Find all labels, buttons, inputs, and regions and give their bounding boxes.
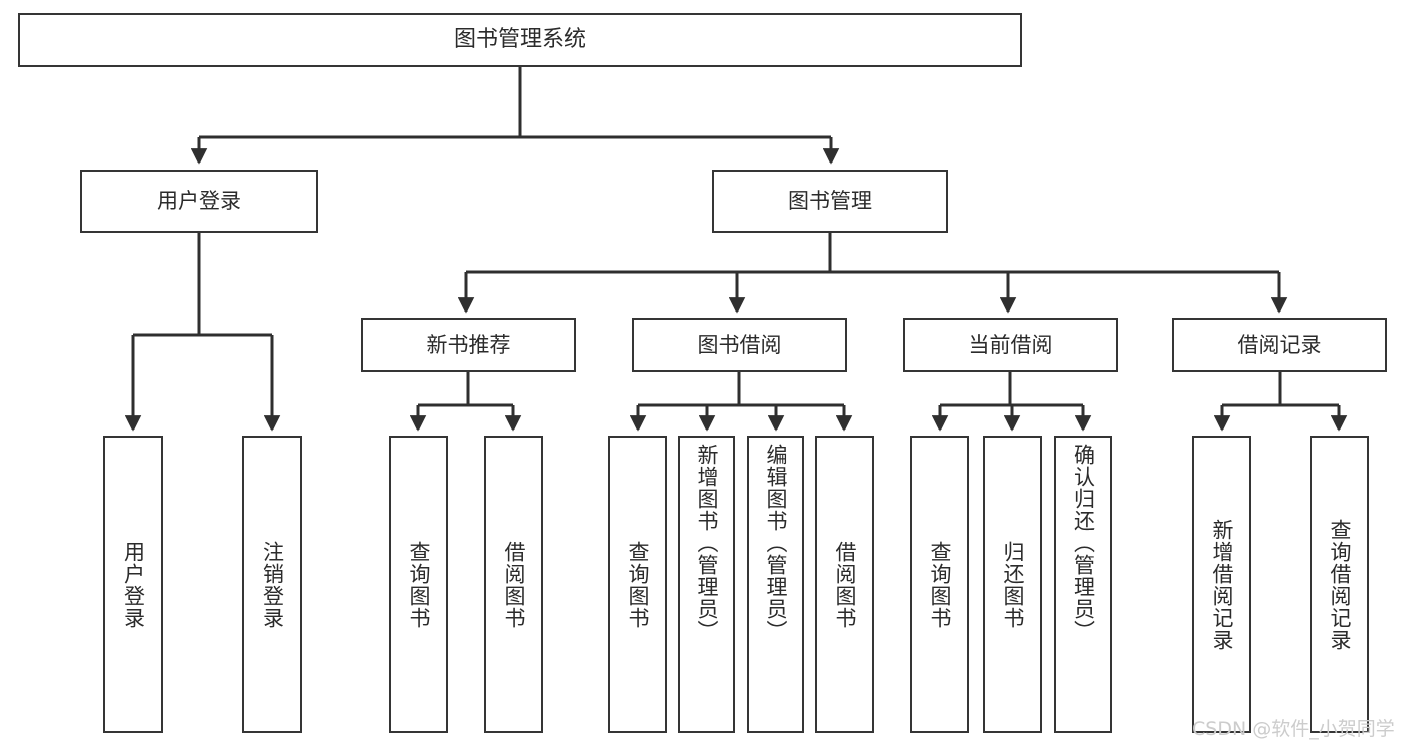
node-label: 查询图书 — [407, 540, 431, 629]
leaf-add-borrow-record[interactable]: 新增借阅记录 — [1192, 436, 1251, 733]
leaf-logout[interactable]: 注销登录 — [242, 436, 302, 733]
node-new-book-recommend[interactable]: 新书推荐 — [361, 318, 576, 372]
node-label: 图书管理系统 — [453, 27, 586, 53]
node-label: 图书借阅 — [697, 332, 782, 357]
leaf-query-book-borrow[interactable]: 查询图书 — [608, 436, 667, 733]
node-user-login[interactable]: 用户登录 — [80, 170, 318, 233]
node-borrow-record[interactable]: 借阅记录 — [1172, 318, 1387, 372]
node-label: 查询图书 — [928, 540, 952, 629]
node-label: 当前借阅 — [968, 332, 1053, 357]
leaf-query-borrow-record[interactable]: 查询借阅记录 — [1310, 436, 1369, 733]
node-label: 用户登录 — [121, 540, 146, 629]
node-label: 借阅记录 — [1237, 332, 1322, 357]
node-label: 借阅图书 — [502, 540, 526, 629]
node-label: 新书推荐 — [426, 332, 511, 357]
node-label: 新增图书（管理员） — [695, 444, 719, 642]
node-label: 借阅图书 — [833, 540, 857, 629]
node-label: 确认归还（管理员） — [1071, 444, 1096, 642]
node-root-system[interactable]: 图书管理系统 — [18, 13, 1022, 67]
node-label: 注销登录 — [260, 540, 285, 629]
leaf-edit-book-admin[interactable]: 编辑图书（管理员） — [747, 436, 804, 733]
node-label: 查询借阅记录 — [1328, 518, 1352, 651]
node-label: 新增借阅记录 — [1210, 518, 1234, 651]
node-book-borrow[interactable]: 图书借阅 — [632, 318, 847, 372]
leaf-confirm-return-admin[interactable]: 确认归还（管理员） — [1054, 436, 1112, 733]
node-label: 编辑图书（管理员） — [764, 444, 788, 642]
node-book-management[interactable]: 图书管理 — [712, 170, 948, 233]
node-label: 查询图书 — [626, 540, 650, 629]
node-current-borrow[interactable]: 当前借阅 — [903, 318, 1118, 372]
node-label: 归还图书 — [1001, 540, 1025, 629]
node-label: 图书管理 — [788, 189, 872, 214]
leaf-borrow-book[interactable]: 借阅图书 — [815, 436, 874, 733]
leaf-return-book[interactable]: 归还图书 — [983, 436, 1042, 733]
csdn-watermark: CSDN @软件_小贺同学 — [1192, 718, 1395, 740]
leaf-add-book-admin[interactable]: 新增图书（管理员） — [678, 436, 735, 733]
leaf-query-book-current[interactable]: 查询图书 — [910, 436, 969, 733]
node-label: 用户登录 — [157, 189, 241, 214]
leaf-borrow-book-recommend[interactable]: 借阅图书 — [484, 436, 543, 733]
leaf-query-book-recommend[interactable]: 查询图书 — [389, 436, 448, 733]
leaf-user-login[interactable]: 用户登录 — [103, 436, 163, 733]
